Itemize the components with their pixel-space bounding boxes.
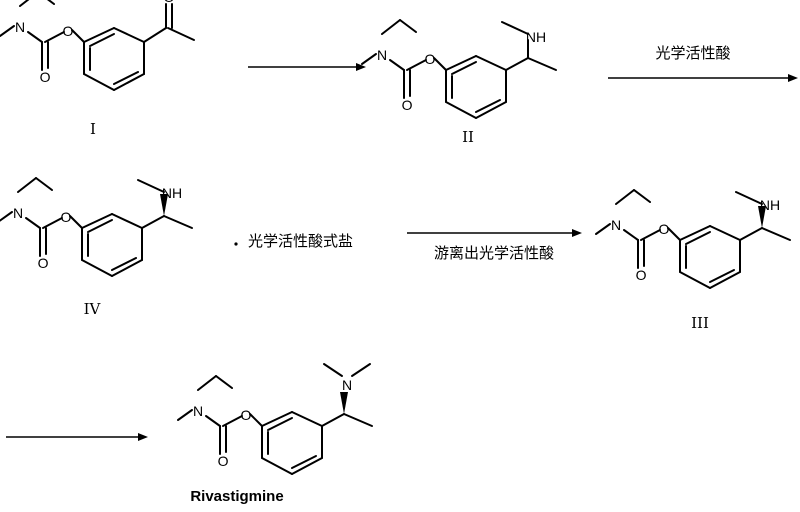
compound-III: N O O NH xyxy=(595,189,791,289)
atom-nh: NH xyxy=(526,29,546,45)
atom-nh: NH xyxy=(162,185,182,201)
compound-label-II: II xyxy=(462,128,474,146)
atom-n: N xyxy=(377,47,387,63)
atom-o-carbonyl: O xyxy=(402,97,413,113)
atom-nh: NH xyxy=(760,197,780,213)
reaction-arrow-3: 游离出光学活性酸 xyxy=(407,229,582,262)
compound-I: N O O O xyxy=(0,0,195,91)
atom-o-ketone: O xyxy=(164,0,175,5)
reaction-arrow-4 xyxy=(6,433,148,441)
salt-label: 光学活性酸式盐 xyxy=(248,232,353,250)
atom-o-carbonyl: O xyxy=(40,69,51,85)
compound-label-I: I xyxy=(90,120,96,138)
atom-n: N xyxy=(611,217,621,233)
salt-dot xyxy=(234,242,238,246)
compound-rivastigmine: N O O N xyxy=(177,363,373,475)
atom-o-carbonyl: O xyxy=(636,267,647,283)
atom-o-ester: O xyxy=(659,221,670,237)
atom-n: N xyxy=(13,205,23,221)
atom-n: N xyxy=(193,403,203,419)
reagent-liberate-acid: 游离出光学活性酸 xyxy=(434,244,554,262)
compound-IV: N O O NH xyxy=(0,177,193,277)
reaction-arrow-1 xyxy=(248,63,366,71)
reaction-arrow-2: 光学活性酸 xyxy=(608,44,798,82)
atom-n: N xyxy=(15,19,25,35)
compound-label-IV: IV xyxy=(84,300,102,318)
compound-label-rivastigmine: Rivastigmine xyxy=(190,488,283,505)
compound-label-III: III xyxy=(691,314,709,332)
atom-o-carbonyl: O xyxy=(38,255,49,271)
reagent-optically-active-acid: 光学活性酸 xyxy=(655,44,730,62)
atom-o-ester: O xyxy=(61,209,72,225)
atom-o-carbonyl: O xyxy=(218,453,229,469)
atom-o-ester: O xyxy=(425,51,436,67)
atom-o-ester: O xyxy=(241,407,252,423)
atom-n-dimethyl: N xyxy=(342,377,352,393)
atom-o-ester: O xyxy=(63,23,74,39)
compound-II: N O O NH xyxy=(361,19,557,119)
